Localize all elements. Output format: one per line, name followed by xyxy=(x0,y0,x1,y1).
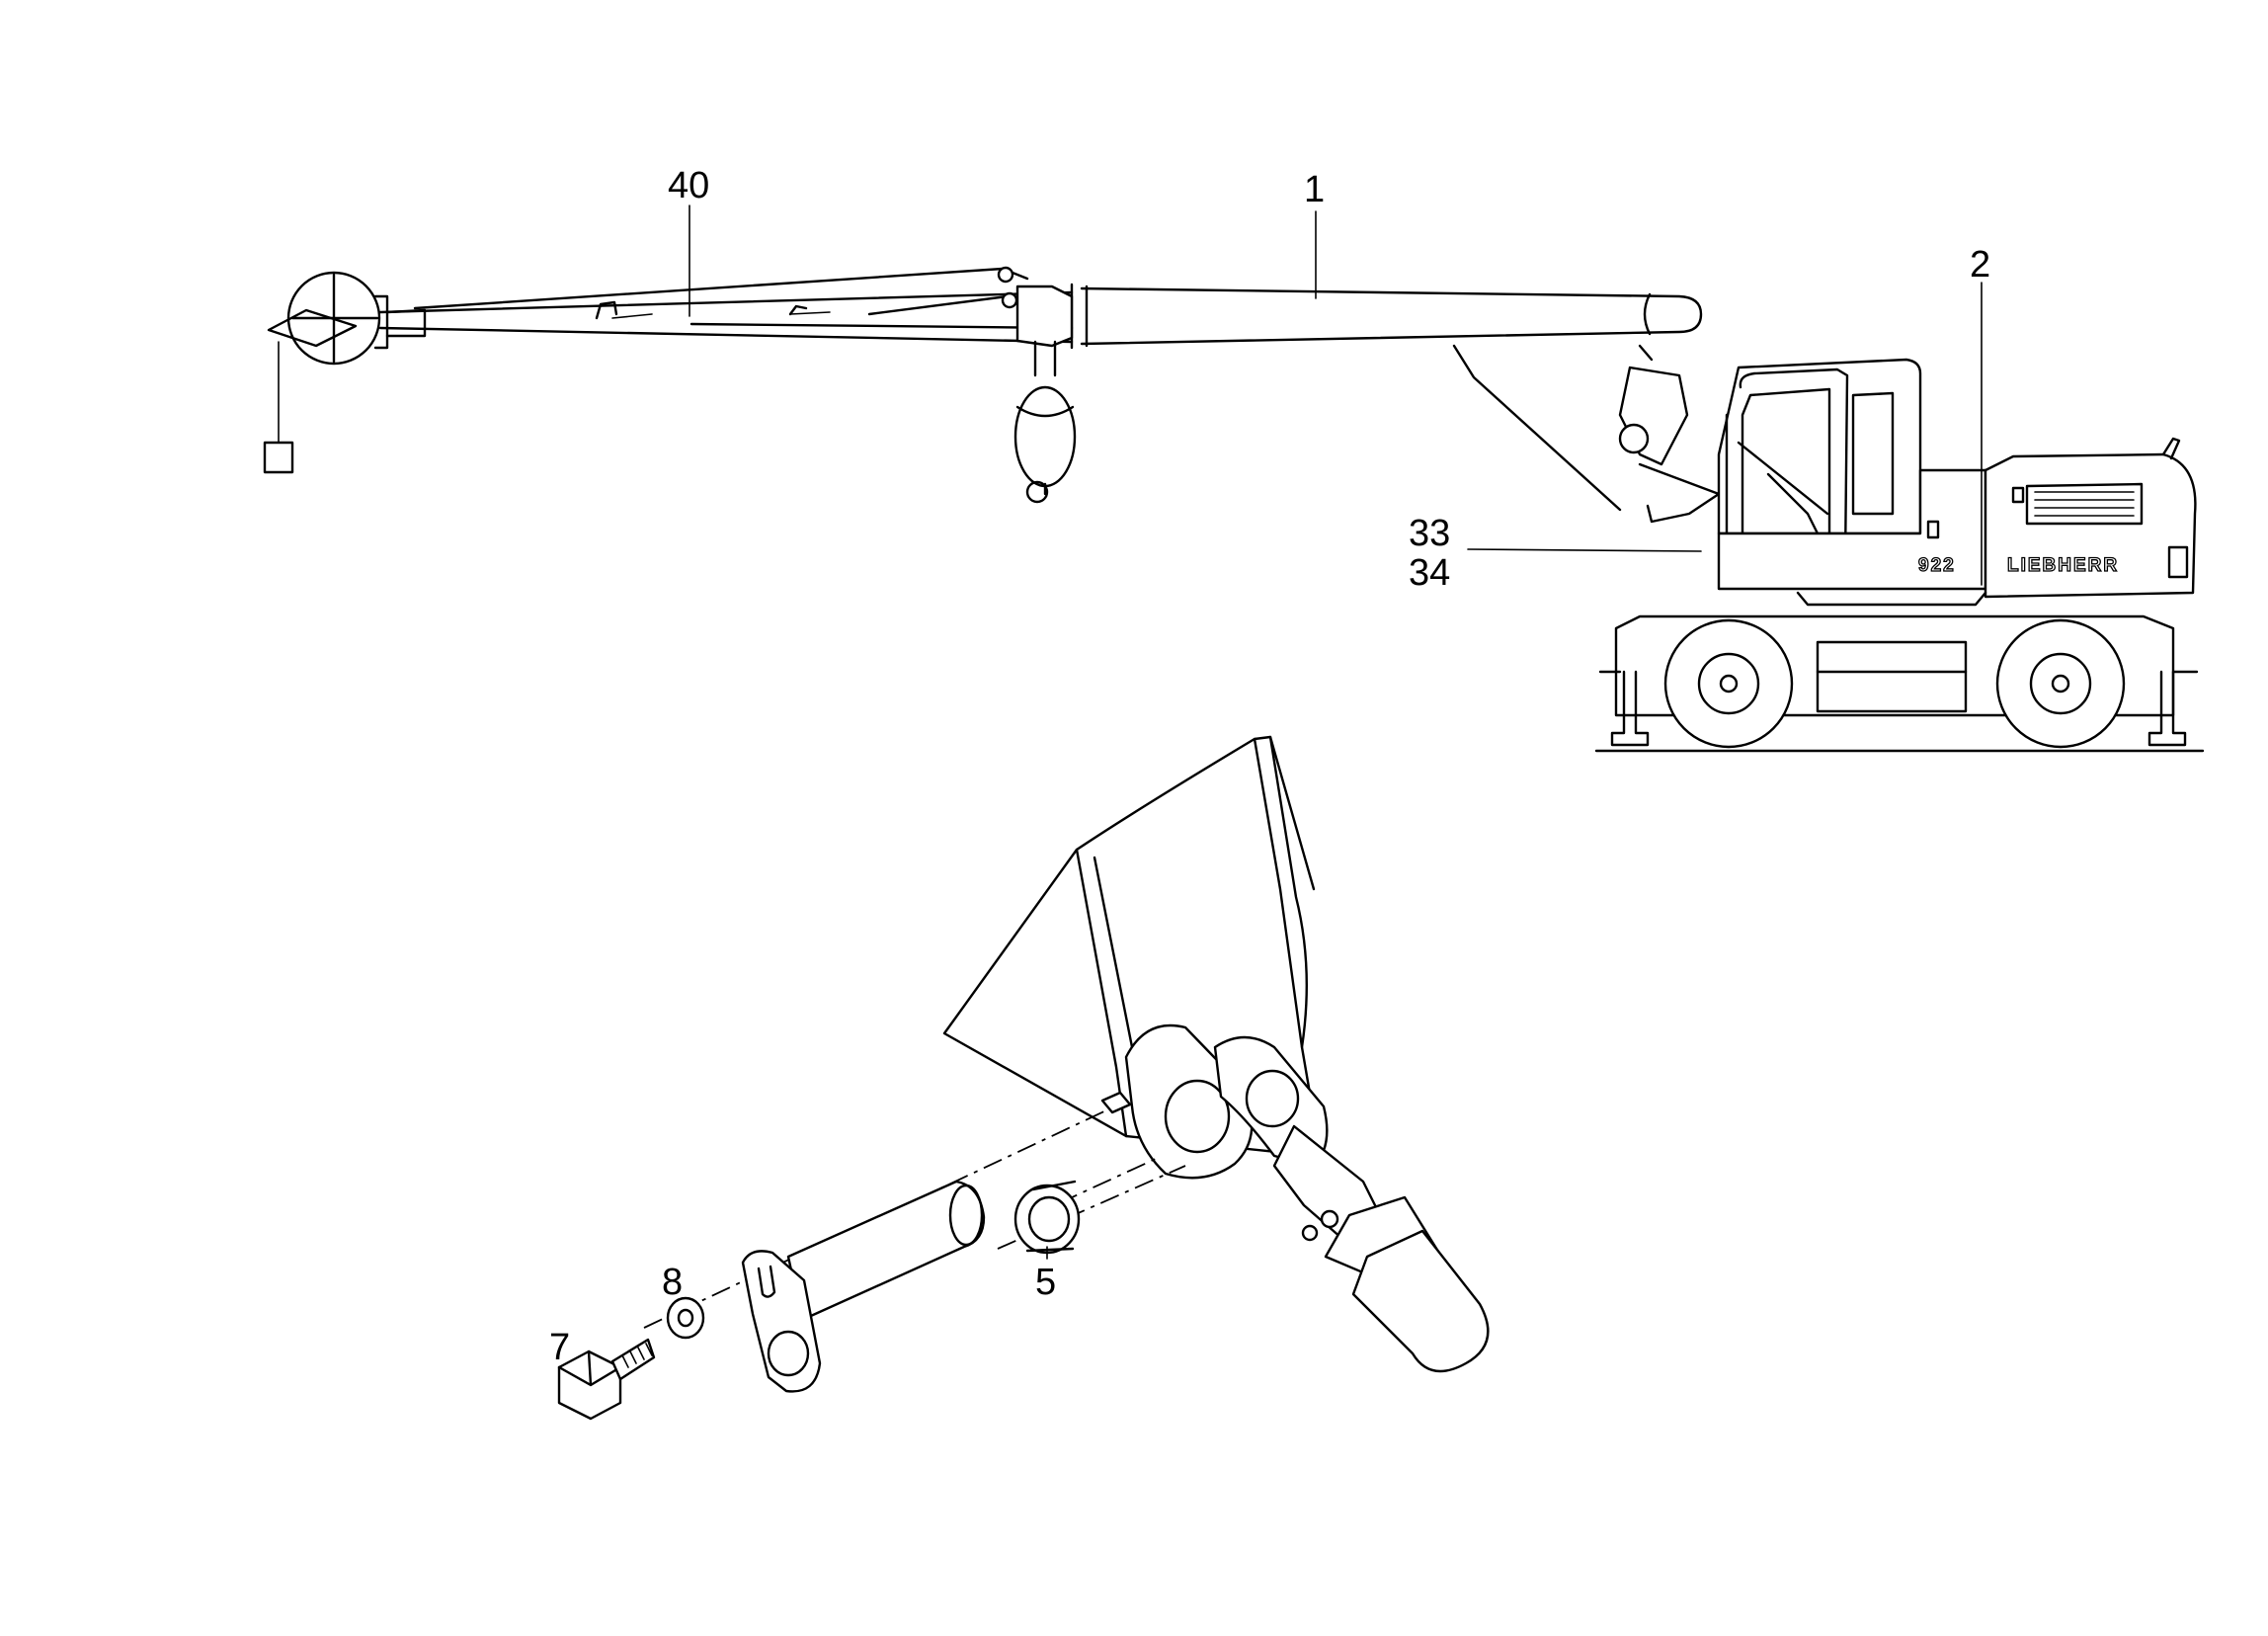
pin-joint-detail xyxy=(557,735,1490,1421)
brand-marking: LIEBHERR xyxy=(2007,555,2119,576)
callout-34: 34 xyxy=(1409,552,1450,594)
crane-jib-assembly xyxy=(263,266,1703,504)
callout-7: 7 xyxy=(549,1327,570,1368)
leader-lines xyxy=(688,204,1983,1260)
model-marking: 922 xyxy=(1918,555,1956,576)
mobile-excavator: 922 LIEBHERR xyxy=(1452,344,2205,753)
callout-labels: 40 1 2 33 34 5 8 7 xyxy=(549,165,1990,1368)
callout-40: 40 xyxy=(668,165,709,206)
callout-8: 8 xyxy=(662,1262,683,1303)
callout-1: 1 xyxy=(1304,169,1325,210)
callout-2: 2 xyxy=(1970,244,1990,286)
callout-33: 33 xyxy=(1409,513,1450,554)
callout-5: 5 xyxy=(1035,1262,1056,1303)
